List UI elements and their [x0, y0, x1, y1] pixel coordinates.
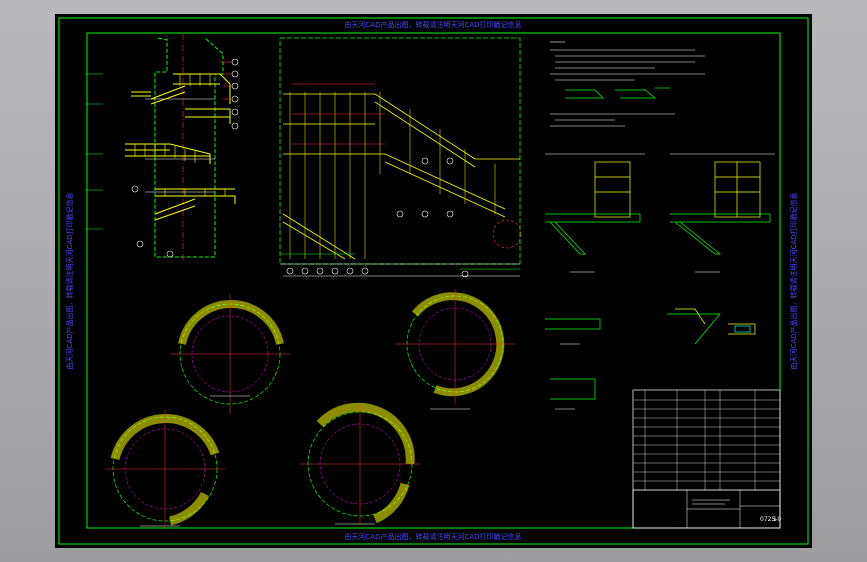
bottom-banner: 由天河CAD产品出图，转载请注明天河CAD打印戳记信息	[344, 532, 521, 541]
inner-border	[58, 17, 809, 545]
left-banner: 由天河CAD产品出图，转载请注明天河CAD打印戳记信息	[65, 192, 74, 369]
stair-elevation	[279, 37, 522, 278]
note-sketches	[565, 87, 670, 99]
sheet-number: 1	[773, 516, 777, 523]
detail-views	[545, 153, 775, 410]
plan-view-2	[395, 289, 515, 410]
plan-view-1	[170, 294, 290, 414]
drawing-canvas: 由天河CAD产品出图，转载请注明天河CAD打印戳记信息 由天河CAD产品出图，转…	[58, 17, 809, 545]
plan-view-3	[105, 409, 225, 529]
right-banner: 由天河CAD产品出图，转载请注明天河CAD打印戳记信息	[789, 192, 798, 369]
tower-elevation	[85, 34, 239, 262]
drawing-sheet: 由天河CAD产品出图，转载请注明天河CAD打印戳记信息 由天河CAD产品出图，转…	[55, 14, 812, 548]
top-banner: 由天河CAD产品出图，转载请注明天河CAD打印戳记信息	[344, 20, 521, 29]
drawing-border	[86, 32, 781, 529]
notes-block	[550, 41, 705, 127]
plan-view-4	[300, 402, 420, 525]
drawing-number: 0725-0	[760, 516, 781, 523]
title-block: 0725-0 1	[632, 389, 781, 529]
